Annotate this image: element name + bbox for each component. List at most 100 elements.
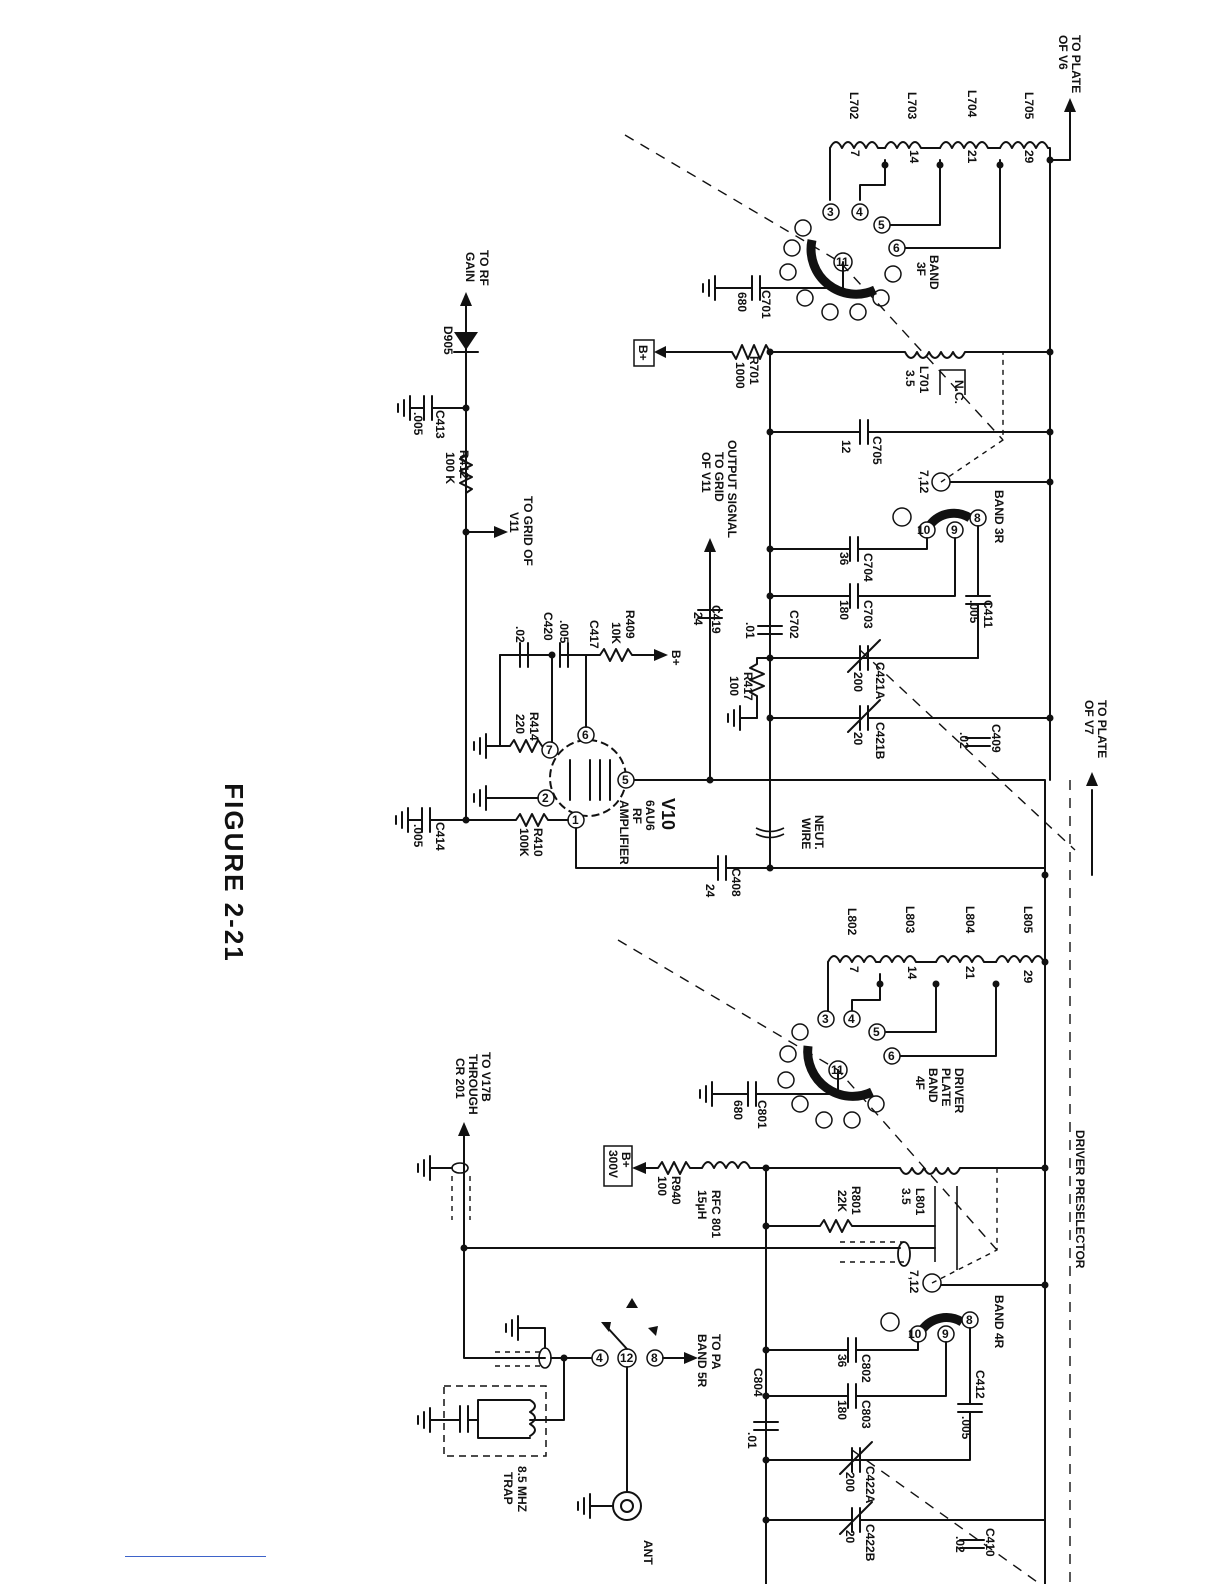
label-l703: L703 — [905, 92, 919, 120]
ground-icon — [702, 275, 753, 301]
svg-text:10: 10 — [908, 1327, 922, 1341]
svg-text:8: 8 — [966, 1313, 973, 1327]
label-l803: L803 — [903, 906, 917, 934]
rfc801-r940 — [639, 1161, 767, 1175]
label-c422a: C422A — [863, 1466, 877, 1504]
label-to-plate-v7-a: TO PLATE — [1095, 700, 1109, 758]
label-l702-value: 7 — [848, 150, 862, 157]
label-nc: N.C. — [952, 380, 966, 404]
label-neut-a: NEUT. — [812, 815, 826, 850]
junction — [1041, 958, 1049, 966]
label-rfc801-value: 15μH — [695, 1190, 709, 1219]
junction — [766, 592, 774, 600]
junction — [1046, 156, 1054, 164]
svg-text:7: 7 — [546, 743, 553, 757]
label-r414-value: 220 — [513, 714, 527, 734]
c421b-capacitor — [769, 699, 1051, 733]
c414-capacitor — [395, 807, 467, 833]
gang-link — [940, 352, 1004, 483]
label-l705-value: 29 — [1022, 150, 1036, 164]
c422b-capacitor — [765, 1501, 1046, 1535]
label-l805: L805 — [1021, 906, 1035, 934]
label-driver-plate-b: PLATE — [939, 1068, 953, 1106]
label-c420: C420 — [541, 612, 555, 641]
c802-capacitor — [765, 1337, 919, 1363]
label-c804: C804 — [751, 1368, 765, 1397]
label-v10-rf: RF — [630, 808, 644, 824]
gang-dash-c422 — [851, 1449, 1041, 1585]
label-r412-value: 100 K — [443, 452, 457, 484]
c409-capacitor — [965, 737, 991, 747]
svg-text:4: 4 — [856, 205, 863, 219]
label-v10: V10 — [658, 798, 678, 830]
trap-enclosure — [443, 1385, 547, 1457]
svg-text:3: 3 — [827, 205, 834, 219]
label-l705: L705 — [1022, 92, 1036, 120]
label-l805-value: 29 — [1021, 970, 1035, 984]
label-c421b: C421B — [873, 722, 887, 760]
ground-icon — [417, 1407, 479, 1433]
figure-title: FIGURE 2-21 — [219, 783, 249, 963]
label-c702: C702 — [787, 610, 801, 639]
label-output-signal-c: OF V11 — [699, 452, 713, 493]
label-c409-value: .02 — [957, 732, 971, 749]
gang-dash-bottom — [617, 939, 998, 1251]
label-r414: R414 — [527, 712, 541, 741]
c419-capacitor — [697, 609, 723, 619]
b-plus-box — [633, 339, 655, 367]
v10-tube: 5 6 7 2 1 — [537, 726, 635, 829]
r414-resistor — [499, 739, 543, 753]
junction — [762, 1222, 770, 1230]
svg-text:6: 6 — [893, 241, 900, 255]
label-r412: R412 — [457, 450, 471, 479]
label-l701: L701 — [917, 366, 931, 394]
r801-resistor — [765, 1219, 936, 1233]
label-l803-value: 14 — [905, 966, 919, 980]
c413-capacitor — [397, 395, 467, 421]
label-b-plus-300v-a: B+ — [619, 1152, 633, 1168]
junction — [932, 980, 940, 988]
label-c410: C410 — [983, 1528, 997, 1557]
gang-dash-c421 — [859, 649, 1076, 851]
junction — [881, 161, 889, 169]
svg-text:5: 5 — [873, 1025, 880, 1039]
svg-text:6: 6 — [582, 728, 589, 742]
svg-text:1: 1 — [572, 813, 579, 827]
label-c804-value: .01 — [745, 1432, 759, 1449]
label-c421a: C421A — [873, 662, 887, 700]
label-r409-value: 10K — [609, 622, 623, 644]
label-r417: R417 — [741, 672, 755, 701]
junction — [766, 714, 774, 722]
label-band-4r: BAND 4R — [992, 1295, 1006, 1349]
cathode-bypass-wire — [499, 654, 553, 747]
label-l801-value: 3.5 — [899, 1188, 913, 1205]
label-r417-value: 100 — [727, 676, 741, 696]
label-c801-value: 680 — [731, 1100, 745, 1120]
arrow-left-icon — [632, 1162, 646, 1174]
l801-coil — [765, 1167, 1046, 1175]
label-c411-value: .005 — [967, 600, 981, 624]
label-band-3r-pin-712: 7,12 — [917, 470, 931, 494]
gang-link-bottom — [931, 1168, 998, 1284]
junction — [762, 1516, 770, 1524]
label-d905: D905 — [441, 326, 455, 355]
junction — [766, 545, 774, 553]
junction — [762, 1346, 770, 1354]
label-l802-value: 7 — [847, 966, 861, 973]
label-v10-type: 6AU6 — [643, 800, 657, 831]
ground-icon — [727, 705, 758, 731]
arrow-right-icon — [494, 526, 508, 538]
to-plate-v6-wire — [1049, 104, 1071, 161]
label-c417: C417 — [587, 620, 601, 649]
label-driver-preselector: DRIVER PRESELECTOR — [1073, 1130, 1087, 1269]
label-to-pa-a: TO PA — [709, 1334, 723, 1370]
c804-capacitor — [753, 1421, 779, 1431]
coil-chain-top — [829, 141, 1051, 249]
label-c412-value: .005 — [959, 1416, 973, 1440]
shield-ring — [451, 1162, 469, 1174]
v10-plate-wire — [633, 779, 1046, 876]
relay-contacts: 4 12 8 — [591, 1298, 664, 1368]
arrow-right-icon — [684, 1352, 698, 1364]
label-l703-value: 14 — [907, 150, 921, 164]
